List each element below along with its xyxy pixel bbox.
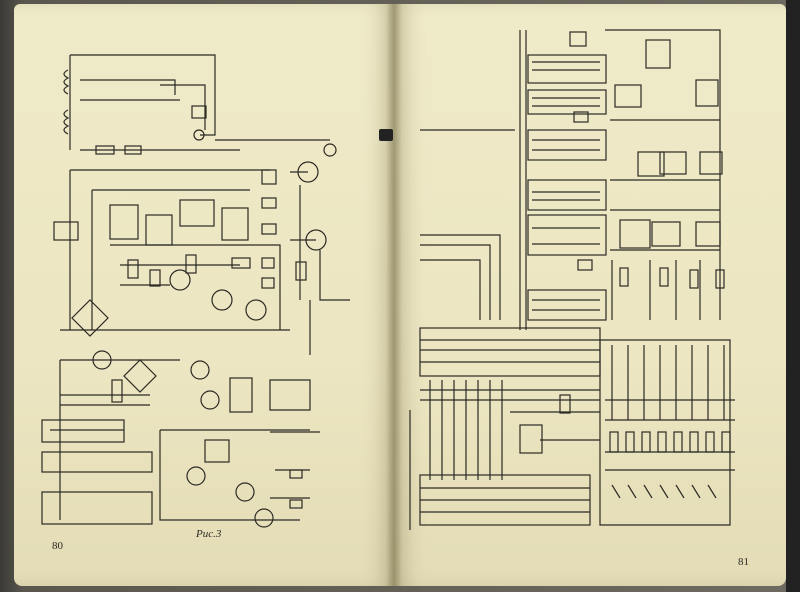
left-page-number: 80 — [52, 540, 63, 552]
figure-caption: Рис.3 — [196, 528, 222, 540]
left-page — [14, 4, 394, 586]
book-gutter — [386, 4, 402, 586]
right-page-number: 81 — [738, 556, 749, 568]
page-tab-marker — [379, 129, 393, 141]
table-edge — [786, 0, 800, 592]
